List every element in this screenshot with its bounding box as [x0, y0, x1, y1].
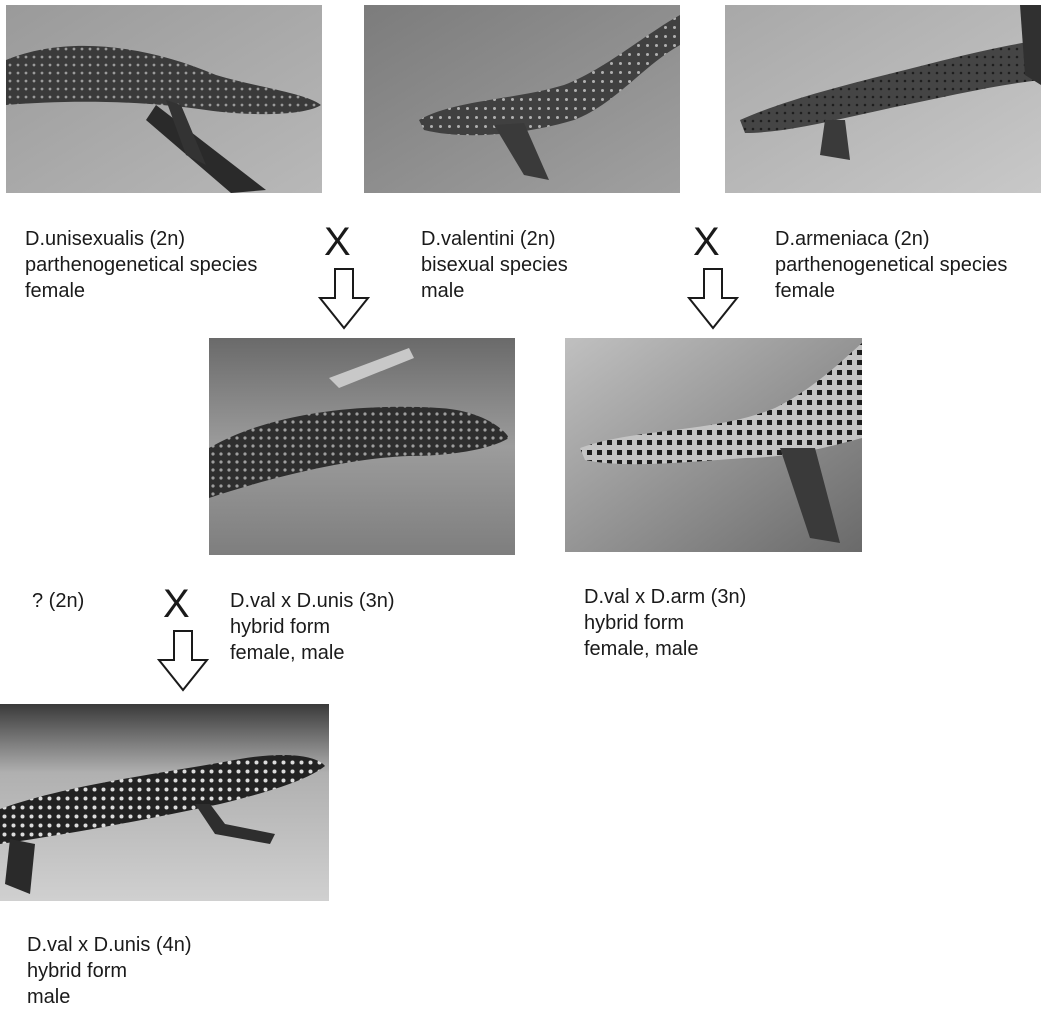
species-type: bisexual species	[421, 252, 568, 278]
species-sex: male	[27, 984, 192, 1010]
label-val-unis-3n: D.val x D.unis (3n) hybrid form female, …	[230, 588, 395, 666]
species-type: hybrid form	[230, 614, 395, 640]
species-sex: female, male	[584, 636, 746, 662]
cross-symbol-bottom: X	[163, 584, 190, 624]
down-arrow-icon	[157, 630, 209, 692]
label-d-valentini: D.valentini (2n) bisexual species male	[421, 226, 568, 304]
species-name: D.val x D.arm (3n)	[584, 584, 746, 610]
label-val-unis-4n: D.val x D.unis (4n) hybrid form male	[27, 932, 192, 1010]
photo-val-unis-4n	[0, 704, 329, 901]
species-name: D.valentini (2n)	[421, 226, 568, 252]
photo-d-unisexualis	[6, 5, 322, 193]
species-type: hybrid form	[584, 610, 746, 636]
species-name: ? (2n)	[32, 588, 84, 614]
photo-d-armeniaca	[725, 5, 1041, 193]
label-d-armeniaca: D.armeniaca (2n) parthenogenetical speci…	[775, 226, 1007, 304]
species-sex: male	[421, 278, 568, 304]
species-type: parthenogenetical species	[775, 252, 1007, 278]
label-unknown-parent: ? (2n)	[32, 588, 84, 614]
species-sex: female	[775, 278, 1007, 304]
down-arrow-icon	[318, 268, 370, 330]
species-sex: female	[25, 278, 257, 304]
species-type: hybrid form	[27, 958, 192, 984]
species-sex: female, male	[230, 640, 395, 666]
photo-val-arm-3n	[565, 338, 862, 552]
down-arrow-icon	[687, 268, 739, 330]
photo-d-valentini	[364, 5, 680, 193]
species-type: parthenogenetical species	[25, 252, 257, 278]
cross-symbol-right: X	[693, 222, 720, 262]
cross-symbol-left: X	[324, 222, 351, 262]
label-val-arm-3n: D.val x D.arm (3n) hybrid form female, m…	[584, 584, 746, 662]
label-d-unisexualis: D.unisexualis (2n) parthenogenetical spe…	[25, 226, 257, 304]
species-name: D.val x D.unis (3n)	[230, 588, 395, 614]
species-name: D.unisexualis (2n)	[25, 226, 257, 252]
photo-val-unis-3n	[209, 338, 515, 555]
species-name: D.val x D.unis (4n)	[27, 932, 192, 958]
species-name: D.armeniaca (2n)	[775, 226, 1007, 252]
